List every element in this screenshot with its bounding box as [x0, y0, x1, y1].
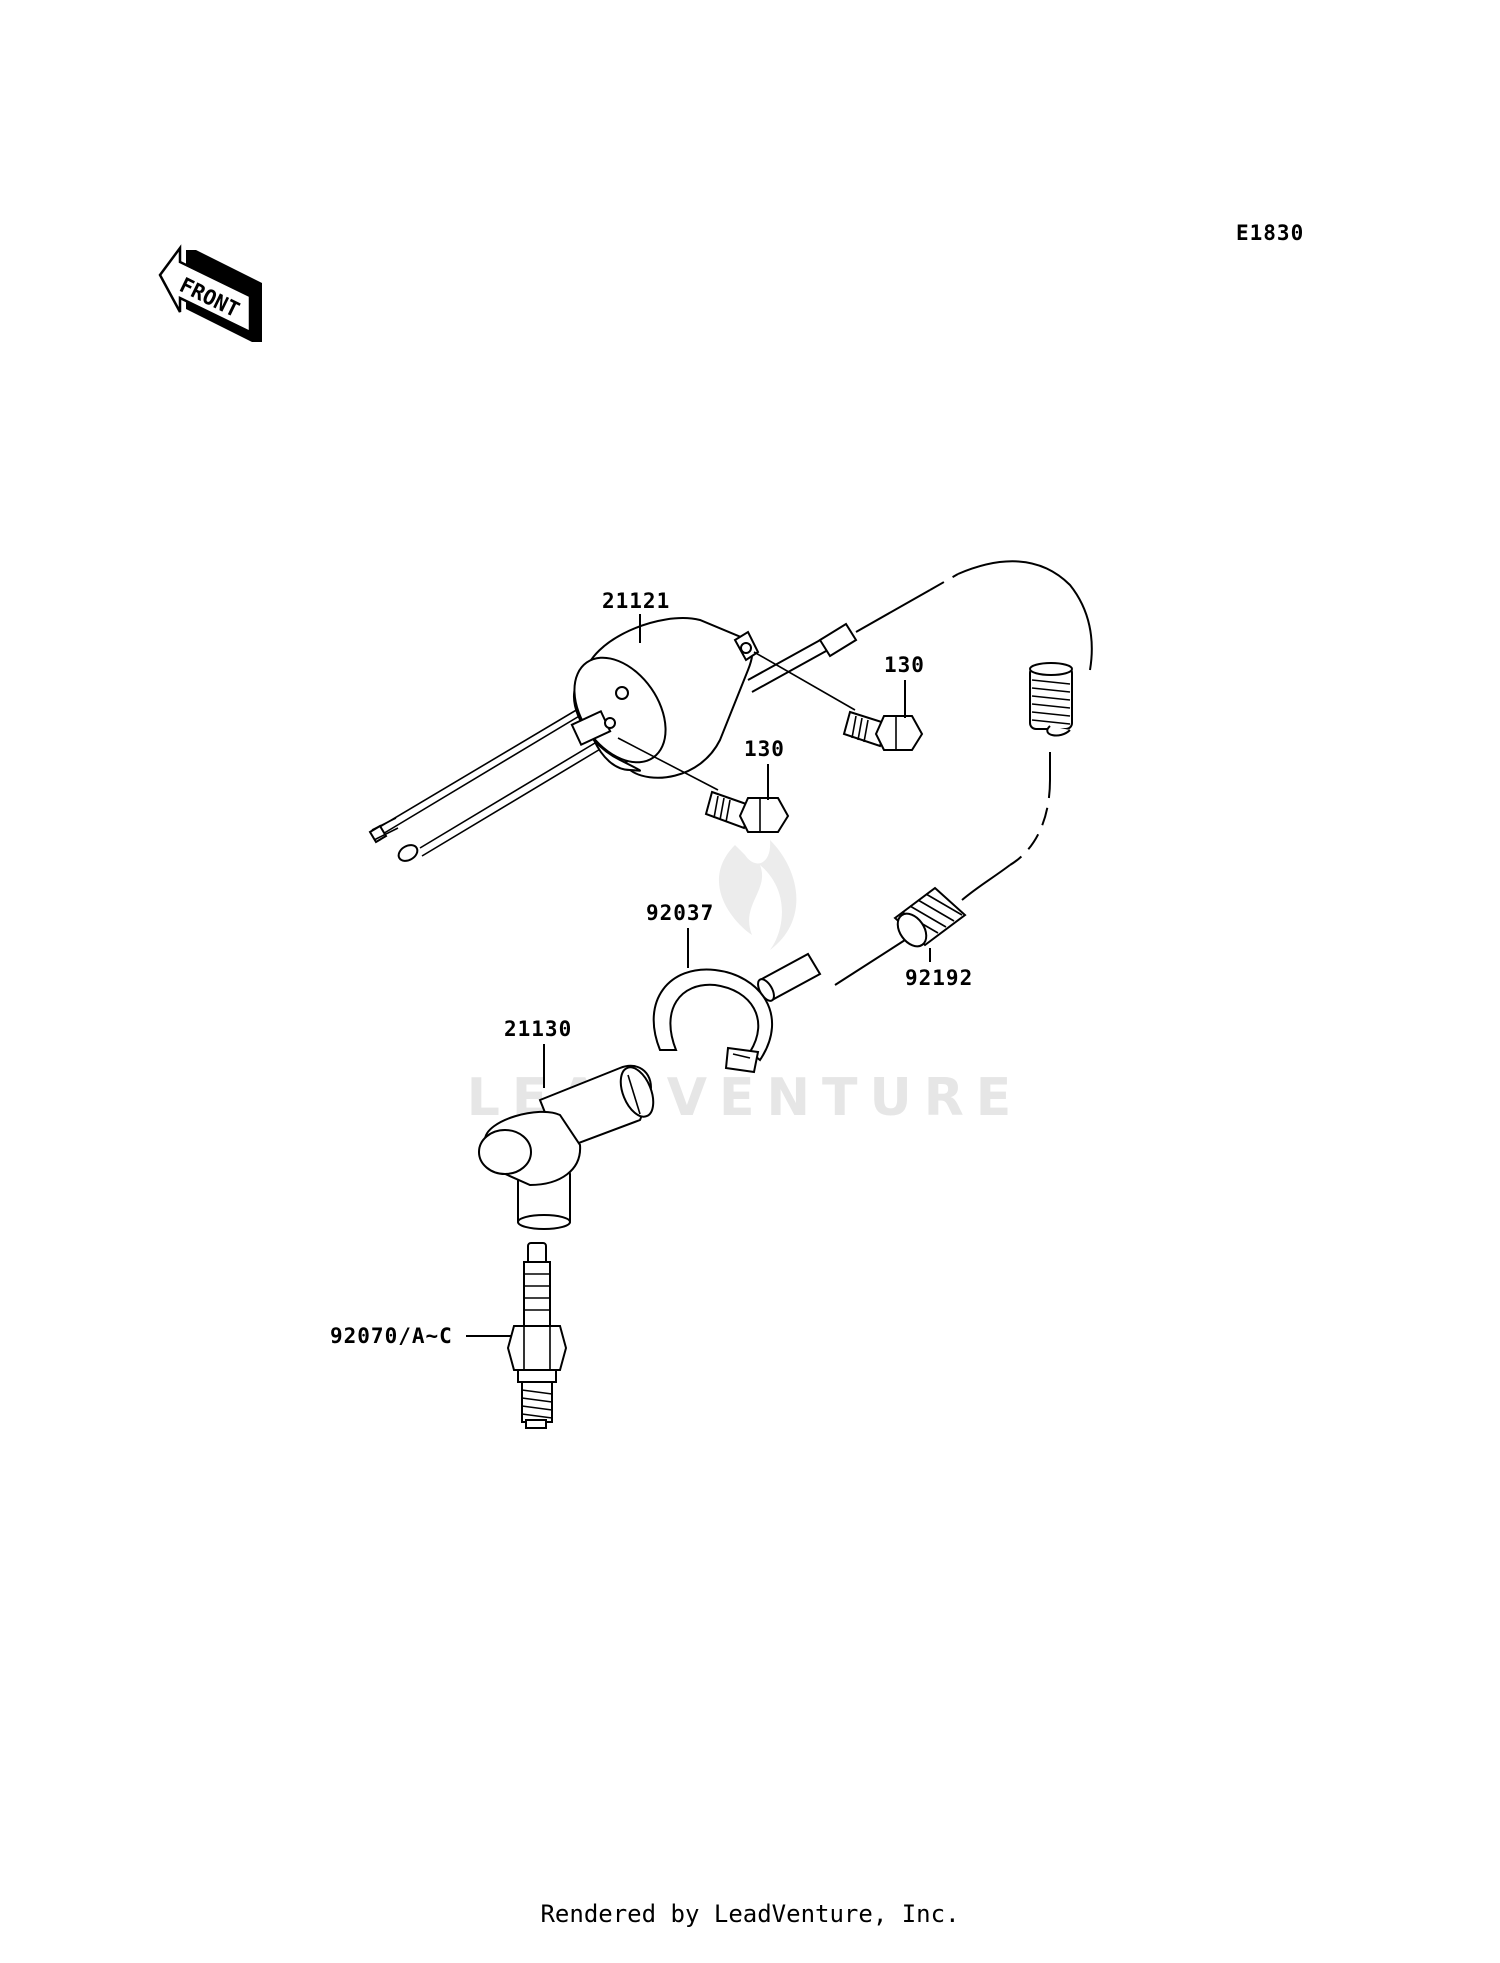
- plug-cap: [478, 1065, 655, 1230]
- clamp: [652, 968, 773, 1074]
- spring-upper: [1029, 662, 1073, 737]
- label-clamp: 92037: [646, 901, 714, 925]
- bolt-lower: [617, 737, 790, 833]
- footer-credit: Rendered by LeadVenture, Inc.: [540, 1900, 960, 1928]
- label-spark-plug: 92070/A~C: [330, 1324, 453, 1348]
- label-spring-tube: 92192: [905, 966, 973, 990]
- label-bolt-lower: 130: [744, 737, 785, 761]
- cable-dashed: [1009, 779, 1051, 866]
- spring-lower: [757, 886, 967, 1002]
- front-arrow-icon: FRONT: [158, 244, 262, 342]
- diagram-code: E1830: [1236, 221, 1304, 245]
- label-ignition-coil: 21121: [602, 589, 670, 613]
- label-bolt-upper: 130: [884, 653, 925, 677]
- spark-plug: [506, 1242, 568, 1429]
- ignition-coil: [368, 560, 1093, 862]
- cable-segment-2: [961, 864, 1011, 901]
- label-plug-cap: 21130: [504, 1017, 572, 1041]
- bolt-upper: [753, 651, 924, 751]
